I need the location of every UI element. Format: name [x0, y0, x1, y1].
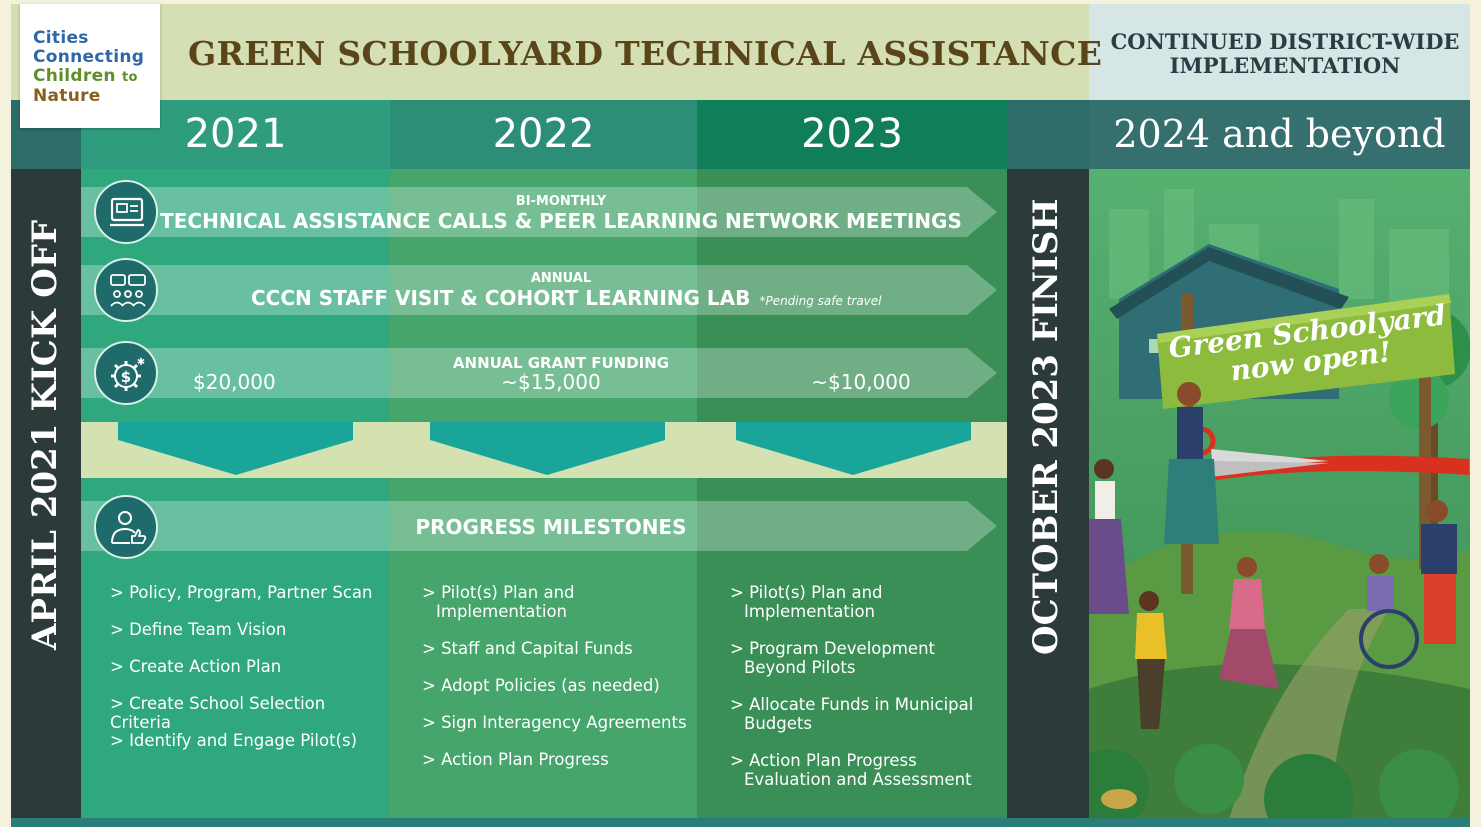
logo-line-4: Nature	[33, 86, 101, 106]
list-item: > Action Plan Progress Evaluation and As…	[730, 751, 1002, 807]
milestones-title: PROGRESS MILESTONES	[415, 515, 687, 539]
svg-text:$: $	[121, 368, 131, 386]
logo-text: Cities Connecting Children to Nature	[33, 29, 144, 106]
visit-title-row: CCCN STAFF VISIT & COHORT LEARNING LAB *…	[251, 286, 991, 310]
year-2021-header: 2021	[81, 100, 390, 169]
list-item-line: Beyond Pilots	[744, 658, 856, 677]
list-item: > Adopt Policies (as needed)	[422, 676, 660, 695]
list-item-line: Evaluation and Assessment	[744, 770, 972, 789]
person-thumbs-up-icon	[94, 495, 158, 559]
list-item: > Define Team Vision	[110, 620, 287, 639]
list-item-line: Implementation	[744, 602, 876, 621]
year-row-gap	[1007, 100, 1089, 169]
milestones-2022: > Pilot(s) Plan and Implementation > Sta…	[422, 583, 692, 787]
list-item-line: > Program Development	[730, 639, 936, 658]
milestones-band: PROGRESS MILESTONES	[81, 501, 997, 551]
list-item: > Identify and Engage Pilot(s)	[110, 731, 358, 750]
list-item-line: > Pilot(s) Plan and	[422, 583, 575, 602]
funding-2022-amount: ~$15,000	[501, 370, 601, 394]
kickoff-label: APRIL 2021 KICK OFF	[25, 219, 65, 650]
year-2023-header: 2023	[697, 100, 1007, 169]
page-title: GREEN SCHOOLYARD TECHNICAL ASSISTANCE	[188, 34, 1103, 73]
funding-band: ANNUAL GRANT FUNDING $20,000 ~$15,000 ~$…	[81, 348, 997, 398]
list-item: > Staff and Capital Funds	[422, 639, 633, 658]
kickoff-column	[11, 169, 81, 819]
video-call-icon	[94, 180, 158, 244]
list-item: > Create Action Plan	[110, 657, 282, 676]
list-item: > Sign Interagency Agreements	[422, 713, 687, 732]
list-item: > Policy, Program, Partner Scan	[110, 583, 373, 602]
right-title: CONTINUED DISTRICT-WIDE IMPLEMENTATION	[1105, 30, 1465, 78]
chevron-2023	[736, 422, 971, 475]
year-beyond-header: 2024 and beyond	[1089, 100, 1470, 169]
list-item: > Program Development Beyond Pilots	[730, 639, 1002, 695]
column-2022	[390, 169, 697, 819]
visit-band-arrow	[81, 265, 997, 315]
list-item-line: > Action Plan Progress	[730, 751, 917, 770]
chevron-2021	[118, 422, 353, 475]
money-gear-icon: $ ✱	[94, 341, 158, 405]
visit-band: ANNUAL CCCN STAFF VISIT & COHORT LEARNIN…	[81, 265, 997, 315]
logo-line-3: Children	[33, 66, 116, 86]
funding-title: ANNUAL GRANT FUNDING	[452, 354, 670, 372]
list-item-line: > Pilot(s) Plan and	[730, 583, 883, 602]
calls-frequency: BI-MONTHLY	[515, 194, 607, 209]
ribbon-cutting-illustration: Green Schoolyard now open!	[1089, 169, 1470, 819]
calls-band: BI-MONTHLY TECHNICAL ASSISTANCE CALLS & …	[81, 187, 997, 237]
list-item: > Pilot(s) Plan and Implementation	[730, 583, 1002, 639]
logo: Cities Connecting Children to Nature	[20, 4, 160, 128]
calls-band-arrow	[81, 187, 997, 237]
milestones-2023: > Pilot(s) Plan and Implementation > Pro…	[730, 583, 1002, 807]
funding-2023-amount: ~$10,000	[811, 370, 911, 394]
milestones-2021: > Policy, Program, Partner Scan > Define…	[110, 583, 385, 768]
column-2023	[697, 169, 1007, 819]
year-2022-header: 2022	[390, 100, 697, 169]
bottom-strip	[11, 818, 1470, 827]
header-band	[11, 4, 1089, 100]
chevrons	[118, 422, 971, 475]
transition-band	[81, 422, 1007, 478]
right-title-line-2: IMPLEMENTATION	[1169, 53, 1401, 78]
finish-label: OCTOBER 2023 FINISH	[1026, 198, 1066, 655]
group-chat-icon	[94, 258, 158, 322]
funding-2021-amount: $20,000	[193, 370, 276, 394]
list-item-line: Budgets	[744, 714, 812, 733]
visit-title: CCCN STAFF VISIT & COHORT LEARNING LAB	[251, 286, 751, 310]
list-item-line: Implementation	[436, 602, 568, 621]
finish-column	[1007, 169, 1089, 819]
list-item-line: > Allocate Funds in Municipal	[730, 695, 974, 714]
visit-note: *Pending safe travel	[759, 294, 882, 308]
list-item: > Create School Selection Criteria	[110, 694, 326, 732]
list-item: > Allocate Funds in Municipal Budgets	[730, 695, 1002, 751]
header-right-band	[1089, 4, 1470, 100]
visit-frequency: ANNUAL	[530, 271, 592, 286]
logo-line-2: Connecting	[33, 47, 145, 67]
right-title-line-1: CONTINUED DISTRICT-WIDE	[1110, 29, 1460, 54]
list-item: > Pilot(s) Plan and Implementation	[422, 583, 692, 639]
milestones-band-arrow	[81, 501, 997, 551]
chevron-2022	[430, 422, 665, 475]
funding-band-arrow	[81, 348, 997, 398]
illustration-scene	[1089, 189, 1470, 819]
logo-line-1: Cities	[33, 28, 89, 48]
list-item: > Action Plan Progress	[422, 750, 609, 769]
svg-text:✱: ✱	[137, 357, 145, 368]
logo-line-3-to: to	[122, 70, 138, 85]
calls-title: TECHNICAL ASSISTANCE CALLS & PEER LEARNI…	[160, 209, 962, 233]
